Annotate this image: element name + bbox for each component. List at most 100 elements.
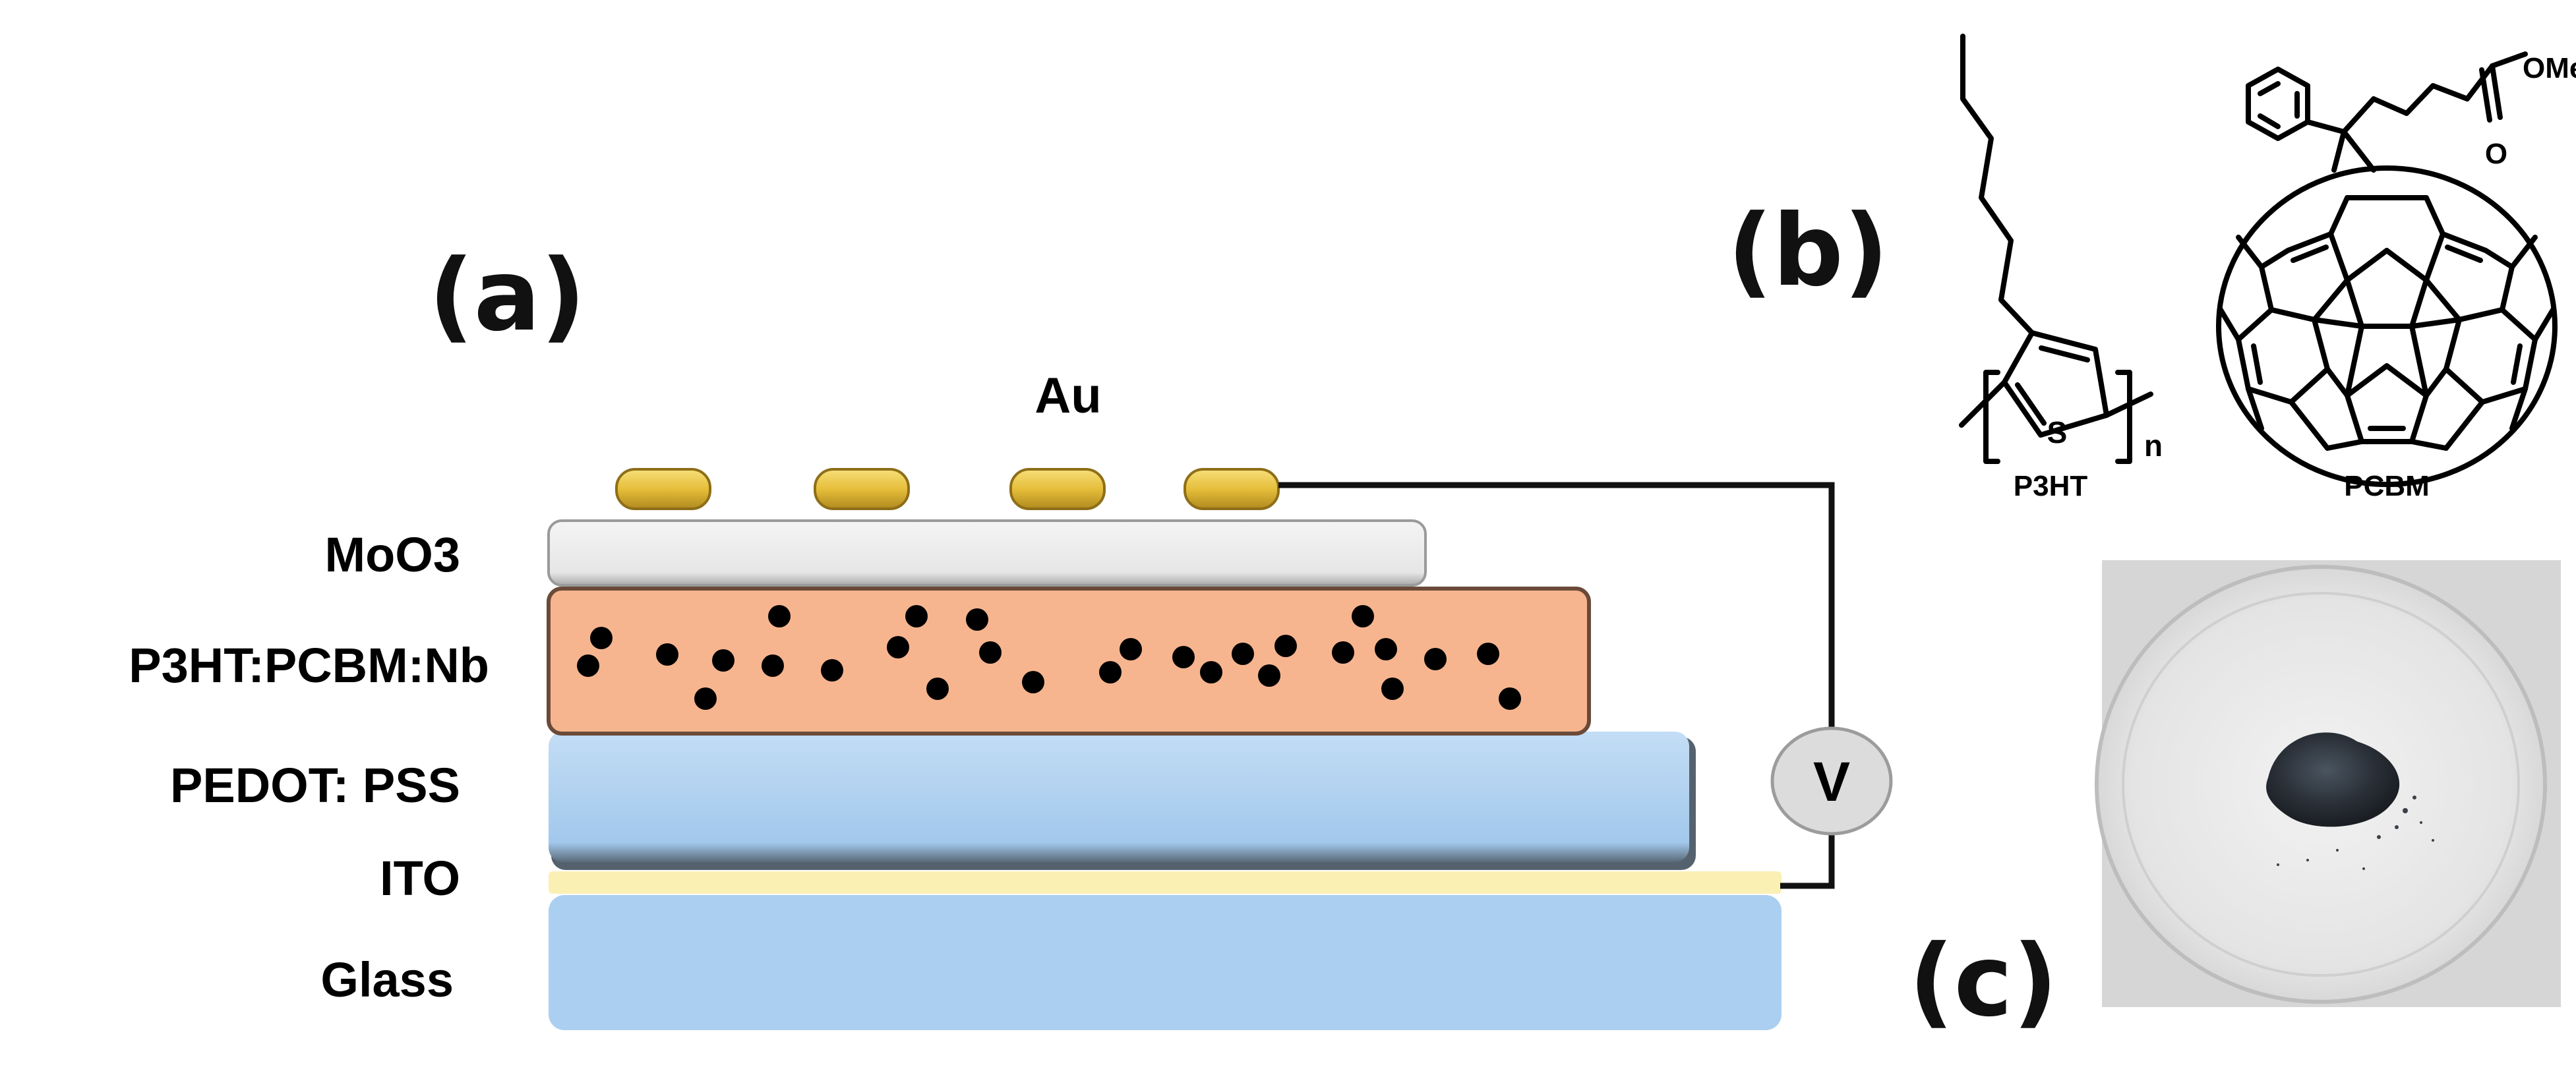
pcbm-bridge (2305, 119, 2347, 134)
nb-particle (1258, 664, 1280, 687)
pcbm-fullerene-cage (2216, 165, 2558, 487)
pedot-pss-layer (549, 732, 1689, 862)
pcbm-carbonyl-label: O (2485, 138, 2507, 170)
nb-particle (1381, 678, 1404, 700)
pcbm-cage-edge (2509, 235, 2538, 270)
glass-layer (549, 895, 1782, 1030)
active-layer (547, 587, 1591, 736)
pcbm-cage-edge (2236, 235, 2264, 270)
pcbm-bridge (2341, 129, 2376, 173)
pcbm-bridge (2331, 129, 2347, 173)
pcbm-cage-pentagon (2345, 363, 2429, 444)
pcbm-ester-label: OMe (2523, 52, 2576, 84)
pcbm-cage-edge (2532, 307, 2556, 342)
nb-particle (1424, 648, 1447, 670)
p3ht-structure (1959, 34, 2153, 464)
pcbm-cage-double-bond (2511, 343, 2523, 385)
pcbm-cage-edge (2325, 366, 2350, 398)
nb-particle (1022, 671, 1044, 693)
moo3-layer (547, 519, 1427, 587)
layer-label-pedot: PEDOT: PSS (170, 758, 460, 813)
nb-particle (1200, 661, 1222, 683)
p3ht-chain-link (1959, 380, 2007, 428)
pcbm-cage-hexagon (2443, 307, 2538, 405)
pcbm-cage-edge (2409, 324, 2429, 398)
nb-particle (768, 605, 791, 627)
p3ht-repeat-label: n (2144, 428, 2163, 463)
voltmeter-label: V (1813, 751, 1850, 813)
powder-speck (2336, 849, 2339, 852)
pcbm-cage-edge (2424, 195, 2445, 237)
pcbm-cage-pentagon (2345, 248, 2429, 329)
nb-particle (590, 627, 613, 649)
pcbm-cage-double-bond (2445, 245, 2483, 263)
nb-particle (1172, 646, 1195, 668)
p3ht-bracket-left (1983, 370, 2000, 464)
pcbm-phenyl-inner (2258, 113, 2281, 129)
au-electrodes (615, 468, 1280, 510)
panel-label-c: (c) (1909, 924, 2058, 1039)
pcbm-cage-edge (2443, 399, 2485, 451)
pcbm-cage-double-bond (2291, 245, 2329, 263)
nb-particle (1232, 643, 1254, 665)
pcbm-cage-edge (2289, 399, 2330, 451)
nb-particle (656, 643, 678, 666)
pcbm-cage-edge (2509, 386, 2528, 431)
nb-powder-photo (2095, 560, 2561, 1007)
nb-particle (926, 678, 949, 700)
nb-powder-pile (2266, 732, 2400, 827)
pcbm-cage-edge (2409, 317, 2462, 329)
pcbm-cage-double-bond (2251, 343, 2263, 385)
panel-label-b: (b) (1727, 194, 1888, 308)
p3ht-hexyl-chain (1960, 34, 2035, 335)
au-electrode (1009, 468, 1106, 510)
nb-particle (979, 641, 1002, 664)
nb-particle (1120, 638, 1142, 660)
au-label: Au (1034, 368, 1101, 424)
powder-speck (2377, 835, 2381, 839)
nb-particle (821, 659, 843, 682)
powder-speck (2362, 867, 2365, 870)
au-electrode (814, 468, 910, 510)
p3ht-bracket-right (2115, 370, 2132, 464)
p3ht-thiophene-ring (2002, 330, 2109, 438)
nb-particle (577, 654, 599, 677)
nb-powder-specks (2277, 796, 2434, 870)
layer-label-active: P3HT:PCBM:Nb (129, 638, 489, 693)
pcbm-cage-edge (2312, 317, 2364, 329)
pcbm-phenyl-inner (2258, 81, 2281, 96)
pcbm-cage-hexagon (2259, 231, 2350, 322)
pcbm-cage-edge (2218, 307, 2241, 342)
pcbm-structure (2216, 51, 2558, 487)
powder-speck (2412, 796, 2416, 799)
au-electrode (1183, 468, 1280, 510)
p3ht-name-label: P3HT (2014, 470, 2088, 502)
pcbm-cage-edge (2345, 324, 2364, 398)
panel-label-a: (a) (429, 239, 585, 353)
powder-speck (2277, 863, 2279, 866)
layer-label-ito: ITO (380, 851, 460, 906)
powder-speck (2420, 821, 2422, 824)
circuit-wire (1278, 482, 1835, 889)
pcbm-cage-edge (2246, 386, 2264, 431)
pcbm-cage-hexagon (2424, 231, 2515, 322)
p3ht-double-bond (2015, 382, 2047, 426)
pcbm-name-label: PCBM (2344, 470, 2430, 502)
pcbm-carbonyl (2479, 67, 2492, 123)
powder-speck (2306, 859, 2309, 861)
nb-particle (1099, 661, 1122, 683)
nb-particle (1332, 641, 1354, 664)
nb-particle (1375, 638, 1397, 660)
pcbm-cage-edge (2328, 195, 2350, 237)
device-stack: V (547, 468, 1893, 1030)
layer-label-glass: Glass (320, 952, 454, 1007)
powder-speck (2395, 825, 2399, 829)
petri-dish-rim (2122, 592, 2520, 977)
pcbm-cage-hexagon (2236, 307, 2330, 405)
nb-particle (1352, 605, 1374, 627)
layer-label-moo3: MoO3 (324, 527, 460, 582)
pcbm-carbonyl (2490, 63, 2503, 120)
nb-particle (905, 605, 928, 627)
nb-particle (762, 654, 784, 677)
